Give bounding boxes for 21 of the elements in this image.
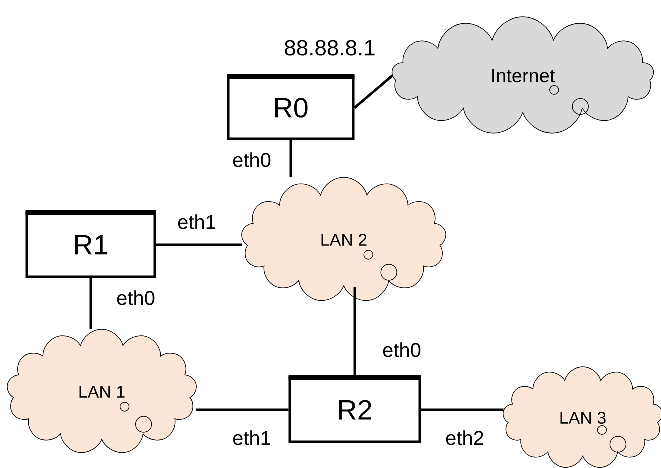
cloud: LAN 3: [503, 366, 661, 468]
link-line: [290, 140, 292, 178]
interface-label: eth1: [232, 430, 272, 446]
interface-label: eth0: [232, 152, 272, 168]
router-box: R2: [288, 375, 422, 444]
cloud: LAN 1: [7, 329, 197, 454]
link-line: [354, 75, 394, 109]
router-box: R0: [227, 74, 355, 140]
link-line: [90, 278, 92, 330]
router-box: R1: [26, 210, 156, 278]
interface-label: eth0: [116, 290, 156, 306]
link-line: [421, 408, 504, 412]
cloud: Internet: [392, 16, 654, 134]
interface-label: eth1: [176, 214, 218, 230]
interface-label: eth0: [382, 342, 422, 358]
link-line: [196, 408, 289, 412]
link-line: [156, 244, 242, 246]
ip-address: 88.88.8.1: [285, 40, 375, 56]
cloud: LAN 2: [242, 177, 446, 302]
interface-label: eth2: [444, 430, 486, 446]
link-line: [354, 286, 356, 377]
